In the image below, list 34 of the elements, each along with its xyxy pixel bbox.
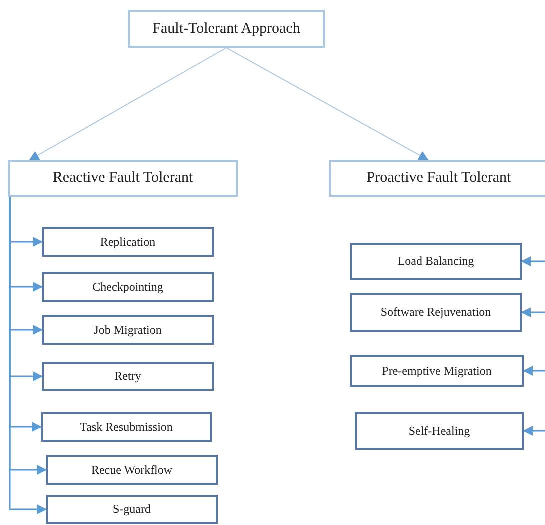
category-box [329,160,545,197]
box-label: Load Balancing [398,254,474,269]
arrow [521,308,545,318]
box-label: Retry [114,369,142,384]
method-box [355,412,524,450]
method-box [46,455,218,485]
arrow [523,426,545,436]
method-box [46,495,218,524]
box-label: Recue Workflow [91,462,173,478]
method-box [350,293,522,332]
box-label: Task Resubmission [80,420,173,434]
arrow [29,48,227,160]
box-label: Self-Healing [408,424,470,438]
arrow [521,256,545,266]
arrow [226,48,429,160]
box-label: Replication [100,234,156,250]
category-box [128,10,325,48]
method-box [41,412,212,442]
box-label: Job Migration [94,322,162,338]
box-label: Reactive Fault Tolerant [52,170,194,187]
box-label: Checkpointing [92,280,164,294]
category-box [8,160,238,197]
method-box [42,362,214,391]
box-label: Fault-Tolerant Approach [152,20,300,38]
box-label: Pre-emptive Migration [382,364,492,378]
method-box [350,355,524,387]
method-box [42,272,214,302]
box-label: Software Rejuvenation [380,305,492,320]
method-box [350,243,522,280]
method-box [42,227,214,257]
box-label: S-guard [113,502,151,517]
method-box [42,315,214,345]
arrow [523,366,545,376]
box-label: Proactive Fault Tolerant [366,170,512,187]
